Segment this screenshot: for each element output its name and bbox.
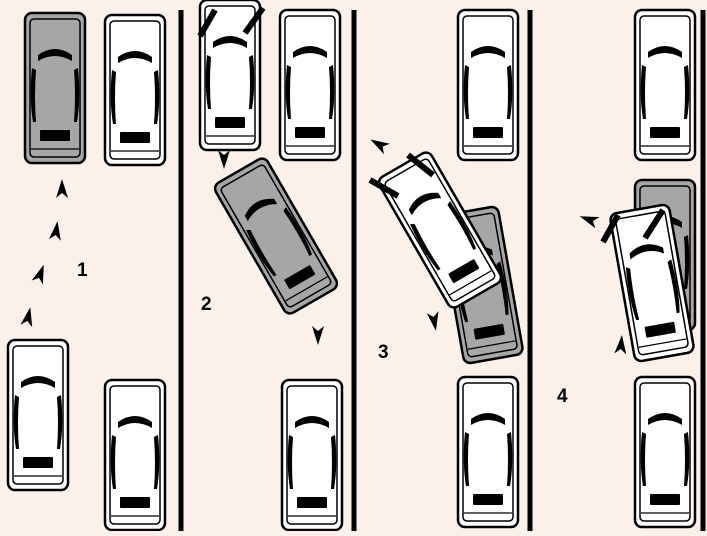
car-rear: [458, 377, 518, 527]
step-number: 1: [77, 260, 88, 281]
arrowhead-icon: [367, 134, 389, 154]
step-number: 3: [378, 342, 389, 363]
panel-1: 1: [8, 13, 165, 530]
car-front-right: [280, 10, 340, 160]
step-number: 2: [201, 294, 212, 315]
arrowhead-icon: [56, 179, 68, 198]
arrowhead-icon: [49, 220, 64, 240]
panel-3: 3: [367, 10, 523, 527]
car-parked-rear: [105, 380, 165, 530]
step-number: 4: [557, 386, 568, 407]
car-white-start: [8, 340, 68, 490]
arrowhead-icon: [614, 335, 628, 355]
car-front: [458, 10, 518, 160]
car-front: [635, 10, 695, 160]
arrowhead-icon: [312, 326, 324, 345]
car-gray-moving: [25, 13, 85, 163]
arrowhead-icon: [20, 306, 36, 327]
panel-4: 4: [557, 10, 695, 527]
arrowhead-icon: [218, 150, 230, 169]
car-rear: [635, 377, 695, 527]
car-parked-front: [105, 15, 165, 165]
car-rear: [282, 380, 342, 530]
arrowhead-icon: [578, 211, 600, 229]
arrowhead-icon: [427, 311, 442, 332]
panel-2: 2: [200, 0, 342, 530]
arrowhead-icon: [32, 263, 50, 285]
car-gray-reversing: [213, 156, 340, 316]
